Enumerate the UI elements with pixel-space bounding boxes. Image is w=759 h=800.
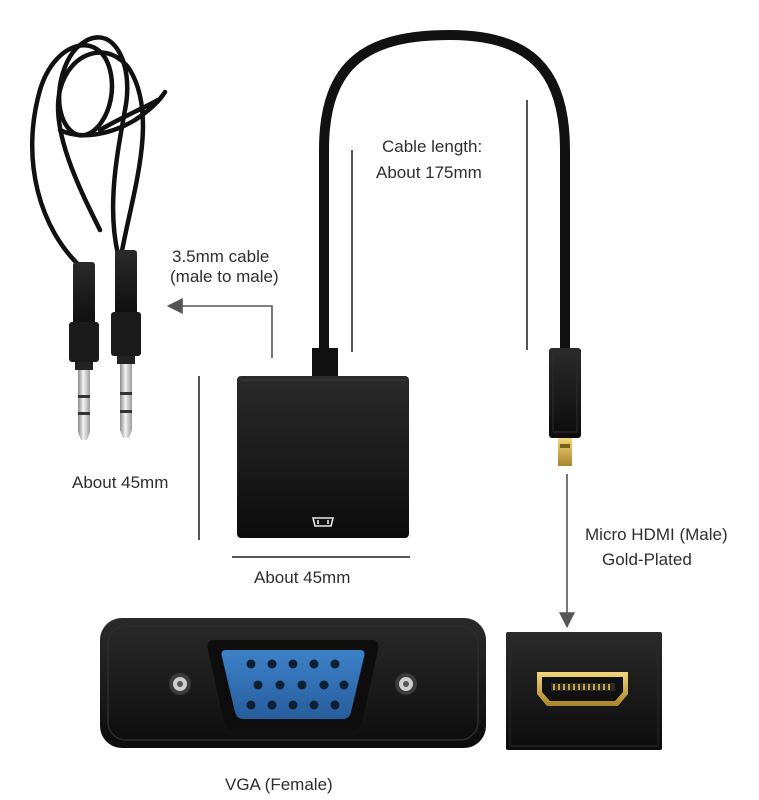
width-dimension-label: About 45mm	[254, 568, 351, 587]
audio-cable-label-1: 3.5mm cable	[172, 247, 270, 266]
cable-strain-relief	[312, 348, 338, 378]
audio-cable	[29, 35, 168, 271]
cable-length-label-2: About 175mm	[376, 163, 482, 182]
audio-jack-right	[111, 250, 141, 438]
vga-socket	[207, 640, 379, 730]
hdmi-socket	[537, 672, 628, 706]
screw-hole-right	[395, 673, 417, 695]
audio-jack-left	[69, 262, 99, 440]
micro-hdmi-label-1: Micro HDMI (Male)	[585, 525, 728, 544]
micro-hdmi-label-2: Gold-Plated	[602, 550, 692, 569]
adapter-box	[237, 376, 409, 538]
vga-pins	[246, 659, 349, 710]
height-dimension-label: About 45mm	[72, 473, 169, 492]
micro-hdmi-connector	[549, 348, 581, 466]
vga-port-icon	[311, 517, 335, 527]
screw-hole-left	[169, 673, 191, 695]
cable-length-label-1: Cable length:	[382, 137, 483, 156]
audio-arrow-line	[166, 298, 273, 358]
vga-female-label: VGA (Female)	[225, 775, 333, 794]
hdmi-cable	[319, 29, 570, 357]
audio-cable-label-2: (male to male)	[170, 267, 279, 286]
